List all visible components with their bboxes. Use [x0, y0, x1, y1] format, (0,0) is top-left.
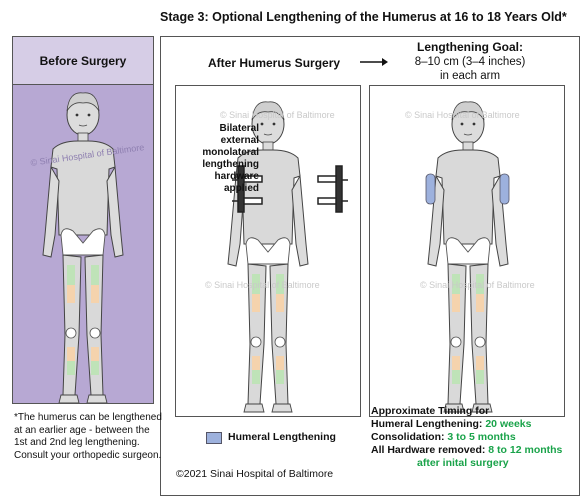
figure-before-surgery [42, 92, 124, 403]
hardware-applied-frame [175, 85, 361, 417]
footnote: *The humerus can be lengthened at an ear… [14, 412, 162, 461]
watermark: © Sinai Hospital of Baltimore [220, 110, 335, 120]
right-humerus-lengthened [499, 173, 510, 205]
arrow-right-icon [360, 58, 388, 66]
timing-lengthening-label: Humeral Lengthening: [371, 418, 483, 430]
after-surgery-label: After Humerus Surgery [208, 56, 341, 70]
left-external-fixator [232, 165, 263, 213]
watermark: © Sinai Hospital of Baltimore [405, 110, 520, 120]
lengthened-result-frame [369, 85, 565, 417]
copyright: ©2021 Sinai Hospital of Baltimore [176, 468, 334, 480]
goal-heading: Lengthening Goal: [417, 40, 523, 54]
timing-hardware-value-2: after inital surgery [417, 457, 509, 469]
hardware-label-line: Bilateral [219, 123, 259, 134]
goal-line2: in each arm [439, 70, 501, 82]
hardware-label: Bilateral external monolateral lengtheni… [181, 123, 259, 195]
legend-label: Humeral Lengthening [228, 431, 336, 443]
watermark: © Sinai Hospital of Baltimore [420, 280, 535, 290]
timing-heading: Approximate Timing for [371, 405, 490, 417]
before-surgery-label: Before Surgery [13, 37, 153, 85]
figure-with-hardware [227, 101, 348, 413]
timing-hardware-value: 8 to 12 months [488, 444, 563, 456]
timing-consolidation-label: Consolidation: [371, 431, 445, 443]
hardware-label-line: external [220, 135, 259, 146]
legend-swatch [206, 432, 222, 444]
right-external-fixator [317, 165, 348, 213]
goal-line1: 8–10 cm (3–4 inches) [414, 56, 526, 68]
timing-lengthening-value: 20 weeks [485, 418, 532, 430]
hardware-label-line: lengthening [202, 159, 259, 170]
lengthening-goal: Lengthening Goal: 8–10 cm (3–4 inches) i… [380, 40, 560, 83]
page-title: Stage 3: Optional Lengthening of the Hum… [160, 10, 567, 24]
timing-hardware-label: All Hardware removed: [371, 444, 486, 456]
timing-consolidation-value: 3 to 5 months [447, 431, 516, 443]
timing-info: Approximate Timing for Humeral Lengtheni… [371, 405, 577, 470]
before-surgery-panel: Before Surgery [12, 36, 154, 404]
left-humerus-lengthened [425, 173, 436, 205]
figure-lengthened [425, 101, 510, 413]
hardware-label-line: applied [223, 183, 259, 194]
hardware-label-line: monolateral [202, 147, 259, 158]
watermark: © Sinai Hospital of Baltimore [205, 280, 320, 290]
hardware-label-line: hardware [214, 171, 259, 182]
